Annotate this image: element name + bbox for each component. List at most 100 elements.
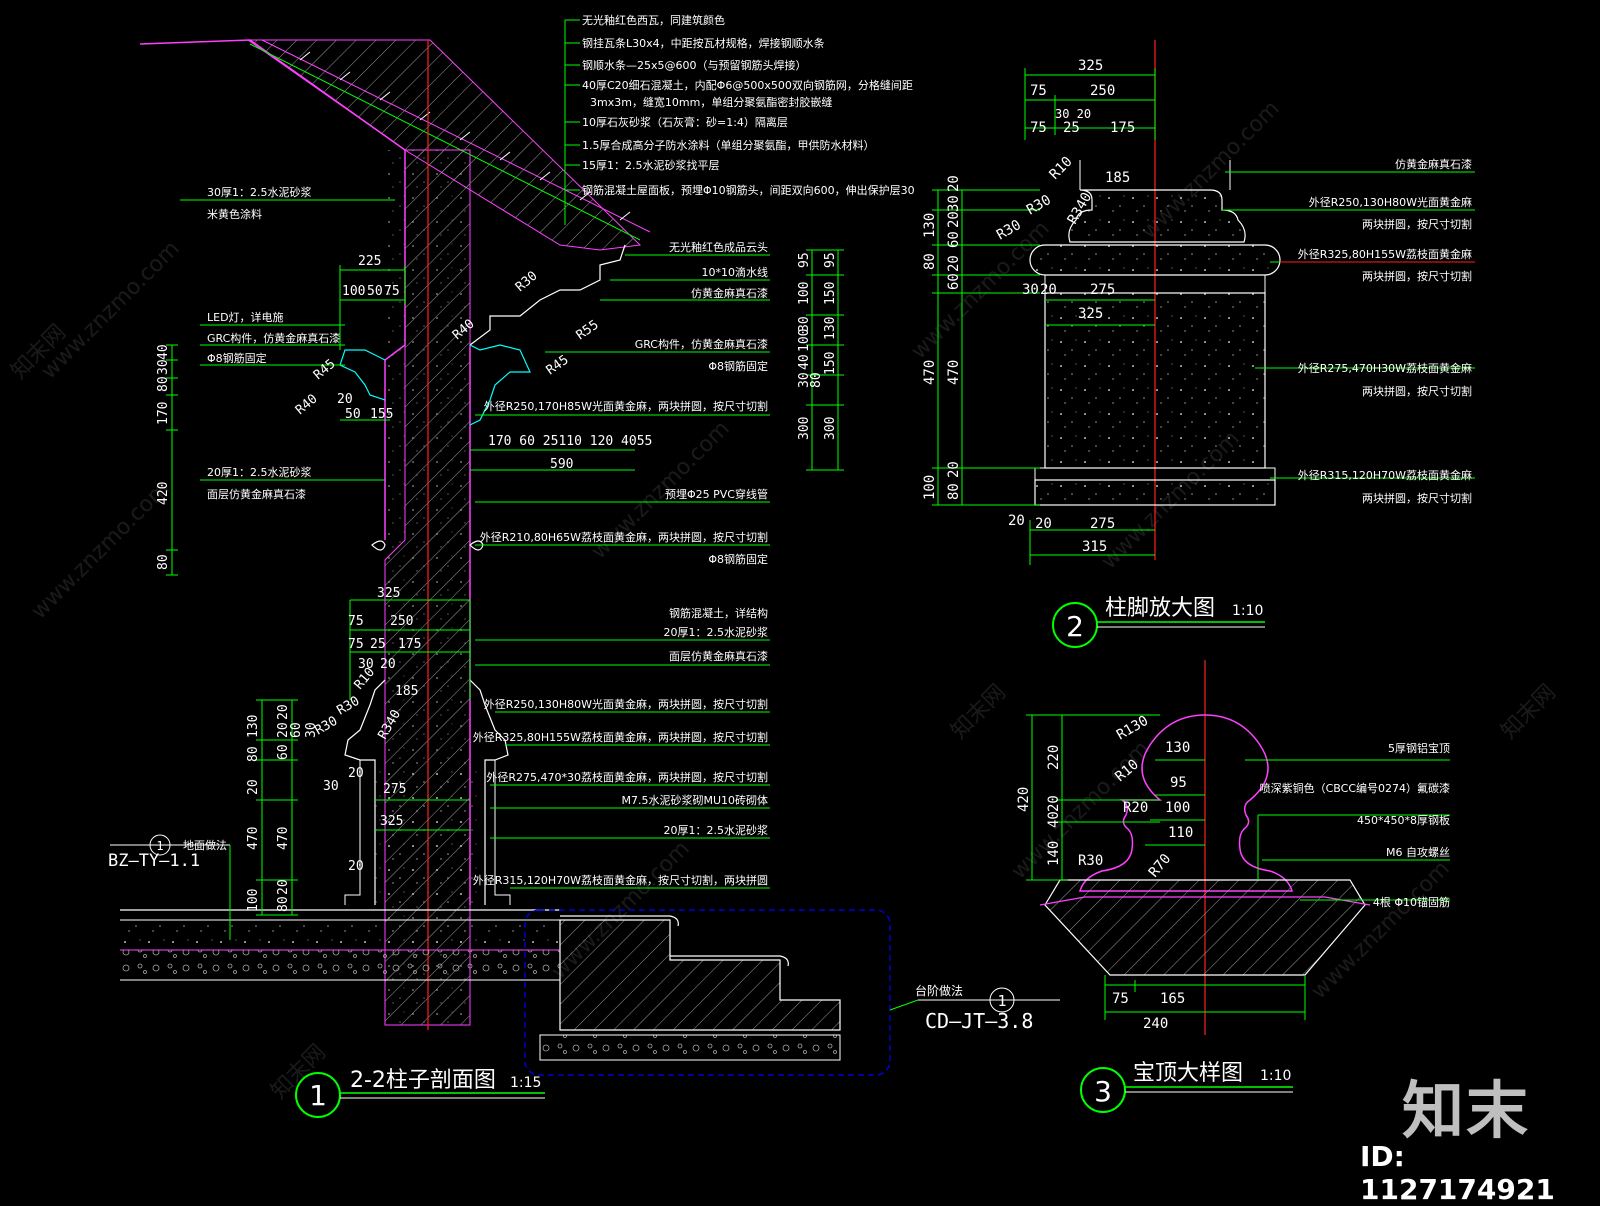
step-detail: [524, 909, 891, 1076]
base-top-dims: [1024, 68, 1156, 565]
lvdim-170: 170: [156, 402, 171, 425]
title-1-scale: 1:15: [510, 1075, 541, 1091]
left-notes: 30厚1：2.5水泥砂浆 米黄色涂料 LED灯，详电施 GRC构件，仿黄金麻真石…: [207, 185, 340, 501]
qv-20c: 20: [946, 255, 962, 272]
p-275: 275: [383, 782, 406, 797]
section-note-1: 无光釉红色成品云头: [669, 240, 768, 254]
qv-470: 470: [922, 360, 938, 385]
finial-note-2: 喷深紫铜色（CBCC编号0274）氟碳漆: [1260, 781, 1450, 795]
vdim-100b: 100: [797, 329, 812, 352]
q-185: 185: [1105, 170, 1130, 186]
q-175: 175: [1110, 120, 1135, 136]
vdim-150b: 150: [823, 352, 838, 375]
section-note-13: 外径R250,130H80W光面黄金麻，两块拼圆，按尺寸切割: [484, 697, 768, 711]
watermark-logo: 知末: [1402, 1074, 1531, 1147]
dim-155: 155: [370, 407, 393, 422]
roof-note-9: 钢筋混凝土屋面板，预埋Φ10钢筋头，间距双向600，伸出保护层30: [582, 183, 915, 197]
finial-leaders: [1245, 759, 1450, 901]
base-note-8: 外径R315,120H70W荔枝面黄金麻: [1298, 468, 1472, 482]
left-note-a1: 30厚1：2.5水泥砂浆: [207, 185, 312, 199]
section-note-2: 10*10滴水线: [702, 265, 769, 279]
f-100: 100: [1165, 800, 1190, 816]
f-110: 110: [1168, 825, 1193, 841]
q-75: 75: [1030, 83, 1047, 99]
qv-20d: 20: [946, 461, 962, 478]
section-dim-labels: 225 100 50 75 50 155 20 R30 R40 R55 R45 …: [293, 254, 652, 472]
dim-r45b: R45: [311, 356, 339, 383]
dim-r45: R45: [544, 353, 572, 379]
base-note-2: 外径R250,130H80W光面黄金麻: [1309, 195, 1472, 209]
dim-row: 170 60 25110 120 4055: [488, 434, 652, 449]
pv-60: 60: [289, 722, 304, 738]
step-ref-num: 1: [997, 992, 1006, 1010]
pv-20d: 20: [276, 879, 291, 895]
left-note-c1: 20厚1：2.5水泥砂浆: [207, 465, 312, 479]
pv-60b: 60: [276, 744, 291, 760]
cornice-dim: [339, 265, 635, 471]
finial-view: [1026, 660, 1450, 1035]
q-315: 315: [1082, 539, 1107, 555]
dim-50b: 50: [345, 407, 361, 422]
qv-20: 20: [946, 175, 962, 192]
section-note-16: M7.5水泥砂浆砌MU10砖砌体: [621, 793, 768, 807]
pv-470: 470: [246, 827, 261, 850]
pv-470b: 470: [276, 827, 291, 850]
dim-100: 100: [342, 284, 365, 299]
ground-ref-code: BZ—TY—1.1: [108, 851, 200, 871]
p-20c: 20: [348, 859, 364, 874]
finial-notes: 5厚钢铝宝顶 喷深紫铜色（CBCC编号0274）氟碳漆 450*450*8厚钢板…: [1260, 741, 1450, 909]
pv-130: 130: [246, 715, 261, 738]
title-2-num: 2: [1066, 610, 1084, 643]
p-r10: R10: [352, 665, 379, 693]
title-1-name: 2-2柱子剖面图: [350, 1068, 496, 1093]
step-ref-label: 台阶做法: [915, 983, 963, 998]
f-140: 140: [1046, 841, 1062, 866]
base-note-1: 仿黄金麻真石漆: [1395, 157, 1472, 171]
base-note-5: 两块拼圆，按尺寸切割: [1362, 269, 1472, 283]
title-2-scale: 1:10: [1232, 603, 1263, 619]
dim-225: 225: [358, 254, 381, 269]
roof-notes: 无光釉红色西瓦，同建筑颜色 钢挂瓦条L30x4，中距按瓦材规格，焊接钢顺水条 钢…: [582, 13, 915, 197]
roof-note-6: 10厚石灰砂浆（石灰膏：砂=1:4）隔离层: [582, 115, 788, 129]
f-r130: R130: [1114, 713, 1151, 744]
p-30: 30: [358, 657, 374, 672]
roof-note-3: 钢顺水条—25x5@600（与预留钢筋头焊接）: [582, 58, 807, 72]
p-325b: 325: [380, 814, 403, 829]
left-dim-chain: [166, 344, 178, 576]
section-notes: 无光釉红色成品云头 10*10滴水线 仿黄金麻真石漆 GRC构件，仿黄金麻真石漆…: [473, 240, 768, 887]
dim-50: 50: [367, 284, 383, 299]
column-base-view: [932, 40, 1475, 565]
qv-60b: 60: [946, 273, 962, 290]
q-275b: 275: [1090, 516, 1115, 532]
left-vdim-labels: 40 30 80 170 420 80: [156, 344, 171, 570]
section-note-11: 20厚1：2.5水泥砂浆: [664, 625, 769, 639]
watermark-brand-4: 知末网: [1497, 680, 1561, 744]
lvdim-80: 80: [156, 376, 171, 392]
section-view: [120, 19, 891, 1076]
dim-20: 20: [337, 392, 353, 407]
base-note-9: 两块拼圆，按尺寸切割: [1362, 491, 1472, 505]
roof-note-2: 钢挂瓦条L30x4，中距按瓦材规格，焊接钢顺水条: [582, 36, 825, 50]
base-notes: 仿黄金麻真石漆 外径R250,130H80W光面黄金麻 两块拼圆，按尺寸切割 外…: [1298, 157, 1472, 505]
q-r30: R30: [1024, 192, 1054, 219]
finial-note-5: 4根 Φ10锚固筋: [1373, 895, 1450, 909]
section-note-9: Φ8钢筋固定: [708, 552, 768, 566]
title-3-scale: 1:10: [1260, 1068, 1291, 1084]
q-325: 325: [1078, 58, 1103, 74]
ground-ref-num: 1: [156, 839, 163, 853]
vdim-300: 300: [797, 417, 812, 440]
qv-80b: 80: [946, 483, 962, 500]
f-r30: R30: [1078, 853, 1103, 869]
lvdim-40: 40: [156, 344, 171, 360]
f-r20: R20: [1123, 800, 1148, 816]
q-25: 25: [1063, 120, 1080, 136]
q-3020: 30 20: [1055, 107, 1091, 121]
p-20: 20: [380, 657, 396, 672]
qv-470b: 470: [946, 360, 962, 385]
vdim-95b: 95: [823, 252, 838, 268]
watermark-id: ID: 1127174921: [1360, 1140, 1555, 1206]
f-130: 130: [1165, 740, 1190, 756]
section-vdim-labels: 95 95 150 100 130 30 100 40 150 30 80 30…: [797, 252, 838, 440]
pv-100: 100: [246, 889, 261, 912]
